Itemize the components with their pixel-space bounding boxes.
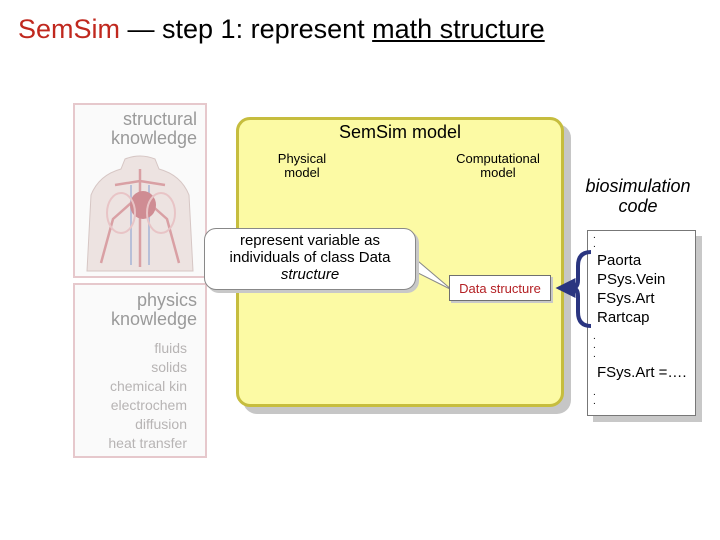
data-structure-label: Data structure: [459, 281, 541, 296]
ellipsis-dots: ..: [593, 230, 596, 250]
structural-heading-line1: structural: [122, 109, 197, 129]
computational-model-label: Computational model: [442, 152, 554, 180]
code-line: Paorta: [597, 252, 642, 269]
structural-knowledge-heading: structural knowledge: [111, 110, 197, 148]
ellipsis-dots: ...: [593, 331, 596, 360]
physics-knowledge-heading: physics knowledge: [111, 291, 197, 329]
physics-item: solids: [151, 359, 187, 375]
ellipsis-dots: ..: [593, 387, 596, 407]
physics-item: heat transfer: [108, 435, 187, 451]
physics-item: electrochem: [110, 397, 187, 413]
physics-heading-line2: knowledge: [110, 309, 197, 329]
code-title-line1: biosimulation: [585, 176, 691, 196]
physics-item: diffusion: [135, 416, 187, 432]
biosimulation-code-title: biosimulation code: [584, 176, 692, 216]
title-semsim: SemSim: [18, 14, 121, 44]
callout-line3: structure: [280, 266, 340, 283]
callout-text: represent variable as individuals of cla…: [204, 232, 416, 283]
callout-bubble: [204, 228, 416, 290]
structural-knowledge-panel: structural knowledge: [73, 103, 207, 278]
physical-label-line2: model: [284, 165, 320, 180]
title-step: — step 1: represent: [120, 14, 373, 44]
physics-list: fluids solids chemical kin electrochem d…: [108, 339, 187, 453]
semsim-model-title: SemSim model: [338, 122, 462, 142]
curly-brace-icon: [571, 250, 592, 328]
code-line: PSys.Vein: [597, 271, 666, 288]
code-line: FSys.Art: [597, 290, 655, 307]
structural-heading-line2: knowledge: [110, 128, 197, 148]
physics-item: fluids: [154, 340, 187, 356]
code-line: Rartcap: [597, 309, 650, 326]
computational-label-line1: Computational: [456, 151, 540, 166]
code-line: FSys.Art =….: [597, 364, 687, 381]
physical-model-label: Physical model: [262, 152, 342, 180]
data-structure-box: [449, 275, 551, 301]
physical-label-line1: Physical: [277, 151, 327, 166]
computational-label-line2: model: [480, 165, 516, 180]
code-title-line2: code: [618, 196, 658, 216]
physics-heading-line1: physics: [136, 290, 197, 310]
anatomy-image-icon: [86, 155, 194, 272]
physics-knowledge-panel: physics knowledge fluids solids chemical…: [73, 283, 207, 458]
physics-item: chemical kin: [109, 378, 187, 394]
callout-line1: represent variable as: [239, 232, 381, 249]
callout-line2: individuals of class Data: [229, 249, 391, 266]
code-listing-box: [587, 230, 696, 416]
title-underlined: math structure: [372, 14, 545, 44]
slide-title: SemSim — step 1: represent math structur…: [18, 14, 545, 45]
